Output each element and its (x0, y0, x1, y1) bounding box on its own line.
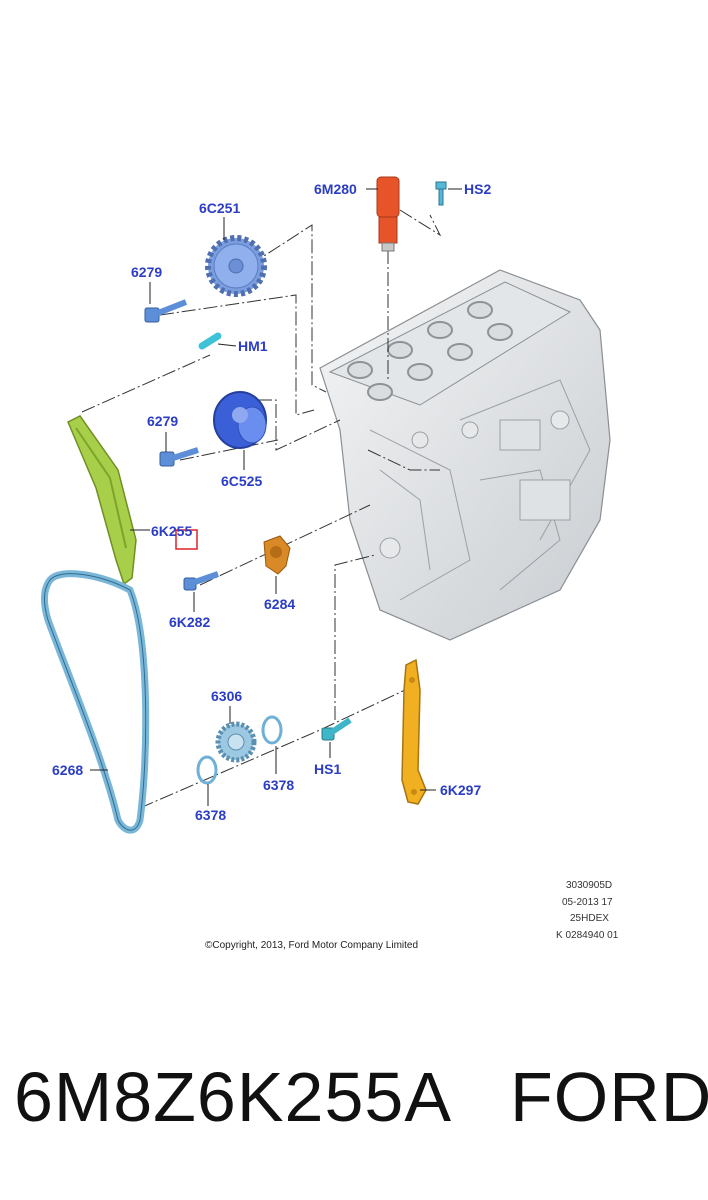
solenoid-part (376, 176, 400, 252)
tensioner-6284 (263, 535, 291, 575)
brand-name: FORD (510, 1058, 708, 1136)
part-number: 6M8Z6K255A (14, 1058, 453, 1136)
sprocket-6c251 (205, 235, 267, 297)
callout-6378-right: 6378 (263, 777, 294, 793)
doc-meta-line-2: 05-2013 17 (562, 897, 613, 908)
bolt-hs1 (321, 717, 352, 741)
callout-6279-upper: 6279 (131, 264, 162, 280)
callout-6k282: 6K282 (169, 614, 210, 630)
leader-lines (90, 188, 462, 806)
highlight-box (175, 529, 198, 550)
callout-hs2: HS2 (464, 181, 491, 197)
doc-meta-line-4: K 0284940 01 (556, 930, 619, 941)
product-caption: 6M8Z6K255A FORD (0, 1040, 708, 1160)
vct-unit-6c525 (213, 391, 267, 449)
washer-6378-right (261, 715, 283, 745)
callout-6306: 6306 (211, 688, 242, 704)
callout-hs1: HS1 (314, 761, 341, 777)
bolt-6279-lower (159, 447, 199, 467)
callout-6k255: 6K255 (151, 523, 192, 539)
chain-guide-6k297 (401, 658, 427, 805)
callout-6378-left: 6378 (195, 807, 226, 823)
chain-guide-6k255 (67, 415, 137, 586)
callout-6m280: 6M280 (314, 181, 357, 197)
bolt-6k282 (183, 571, 219, 591)
bolt-hs2 (435, 181, 447, 206)
callout-hm1: HM1 (238, 338, 268, 354)
dowel-hm1 (198, 332, 222, 350)
washer-6378-left (196, 755, 218, 785)
callout-6c525: 6C525 (221, 473, 262, 489)
doc-meta-line-1: 3030905D (566, 880, 612, 891)
callout-6279-lower: 6279 (147, 413, 178, 429)
crank-sprocket-6306 (215, 721, 257, 763)
copyright-notice: ©Copyright, 2013, Ford Motor Company Lim… (205, 940, 418, 951)
timing-chain-6268 (40, 570, 150, 834)
callout-6c251: 6C251 (199, 200, 240, 216)
doc-meta-line-3: 25HDEX (570, 913, 609, 924)
callout-6284: 6284 (264, 596, 295, 612)
callout-6k297: 6K297 (440, 782, 481, 798)
bolt-6279-upper (144, 299, 188, 323)
exploded-parts-diagram: 6M280 HS2 6C251 6279 HM1 6279 6C525 6K25… (40, 176, 619, 951)
engine-block (319, 269, 611, 641)
callout-6268: 6268 (52, 762, 83, 778)
